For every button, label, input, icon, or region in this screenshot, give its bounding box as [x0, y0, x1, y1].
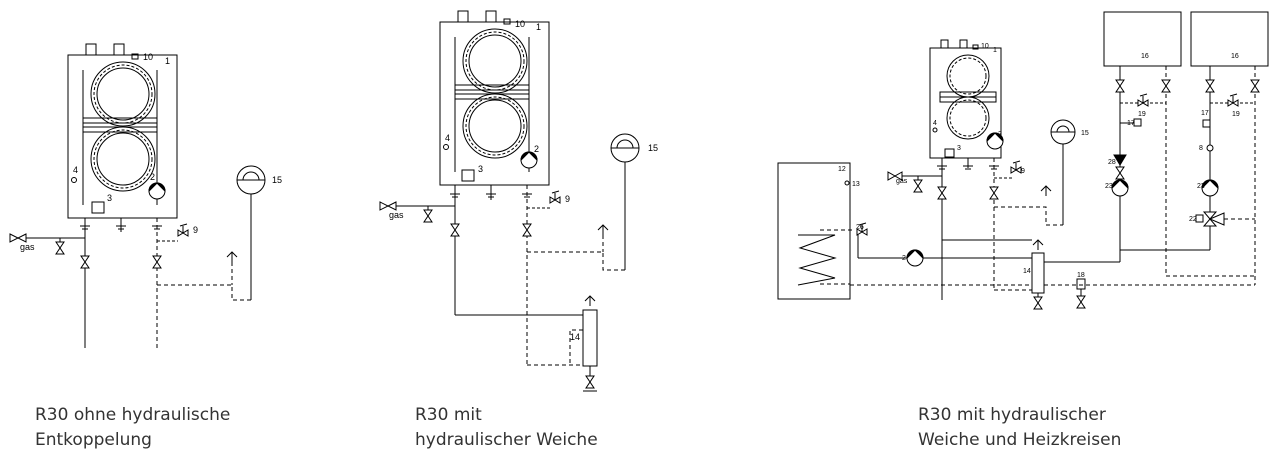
- diagram-ohne-entkoppelung: [9, 43, 266, 348]
- label-18: 18: [1077, 272, 1085, 279]
- label-22: 22: [1189, 216, 1197, 223]
- label-12: 12: [838, 166, 846, 173]
- label-10: 10: [981, 43, 989, 50]
- label-16a: 16: [1141, 53, 1149, 60]
- heat-exchanger-lower-2: [462, 93, 528, 159]
- hydraulic-schemes: 10 1 2 3 4 9 15 gas: [9, 10, 1269, 392]
- caption-diagram-1: R30 ohne hydraulische Entkoppelung: [35, 403, 230, 453]
- heat-exchanger-upper-1: [90, 61, 156, 127]
- caption-diagram-3: R30 mit hydraulischer Weiche und Heizkre…: [918, 403, 1121, 453]
- label-8: 8: [1199, 145, 1203, 152]
- label-23b: 23: [1197, 183, 1205, 190]
- label-gas: gas: [389, 210, 404, 220]
- caption-line-2: Entkoppelung: [35, 430, 152, 450]
- diagram-2-labels: 10 1 2 3 4 9 15 14 gas: [389, 19, 658, 342]
- label-23a: 23: [1105, 183, 1113, 190]
- label-15: 15: [1081, 130, 1089, 137]
- label-15: 15: [648, 143, 658, 153]
- caption-line-2: Weiche und Heizkreisen: [918, 430, 1122, 450]
- heat-exchanger-upper-2: [462, 28, 528, 94]
- label-4: 4: [73, 165, 78, 175]
- hydraulic-separator-14: [1031, 252, 1045, 294]
- boiler-casing-3: [929, 47, 1002, 159]
- label-13: 13: [852, 181, 860, 188]
- label-14: 14: [570, 332, 580, 342]
- caption-line-1: R30 ohne hydraulische: [35, 405, 231, 425]
- label-gas: gas: [896, 178, 908, 185]
- label-15: 15: [272, 175, 282, 185]
- label-17a: 17: [1127, 120, 1135, 127]
- diagram-hydraulische-weiche: [379, 10, 640, 392]
- label-19a: 19: [1138, 111, 1146, 118]
- diagram-1-labels: 10 1 2 3 4 9 15 gas: [20, 52, 282, 252]
- label-gas: gas: [20, 242, 35, 252]
- label-10: 10: [515, 19, 525, 29]
- caption-line-1: R30 mit hydraulischer: [918, 405, 1106, 425]
- label-1: 1: [165, 56, 170, 66]
- label-26: 26: [856, 224, 864, 231]
- heating-circuit-16-a: [1103, 11, 1182, 67]
- label-2: 2: [534, 144, 539, 154]
- label-9: 9: [193, 225, 198, 235]
- hydraulic-separator-14: [582, 309, 598, 367]
- label-17b: 17: [1201, 110, 1209, 117]
- label-4: 4: [445, 133, 450, 143]
- label-19b: 19: [1232, 111, 1240, 118]
- caption-line-2: hydraulischer Weiche: [415, 430, 598, 450]
- boiler-casing-2: [439, 21, 550, 186]
- label-1: 1: [993, 47, 997, 54]
- label-28: 28: [1108, 159, 1116, 166]
- label-14: 14: [1023, 268, 1031, 275]
- label-3: 3: [478, 164, 483, 174]
- label-9: 9: [565, 194, 570, 204]
- label-16b: 16: [1231, 53, 1239, 60]
- label-2b: 2: [902, 255, 906, 262]
- label-3: 3: [957, 145, 961, 152]
- heat-exchanger-lower-1: [90, 126, 156, 192]
- boiler-casing-1: [67, 54, 178, 219]
- label-2: 2: [998, 131, 1002, 138]
- caption-line-1: R30 mit: [415, 405, 482, 425]
- heating-circuit-16-b: [1190, 11, 1269, 67]
- label-2: 2: [150, 172, 155, 182]
- label-4: 4: [933, 120, 937, 127]
- diagram-3-labels: 10 1 2 3 4 9 15 12 13 26 2 14 18 16 16 1…: [838, 43, 1240, 279]
- caption-diagram-2: R30 mit hydraulischer Weiche: [415, 403, 598, 453]
- diagram-weiche-heizkreise: [777, 11, 1269, 310]
- label-10: 10: [143, 52, 153, 62]
- label-1: 1: [536, 22, 541, 32]
- storage-tank-12: [777, 162, 851, 300]
- label-3: 3: [107, 193, 112, 203]
- label-9: 9: [1021, 168, 1025, 175]
